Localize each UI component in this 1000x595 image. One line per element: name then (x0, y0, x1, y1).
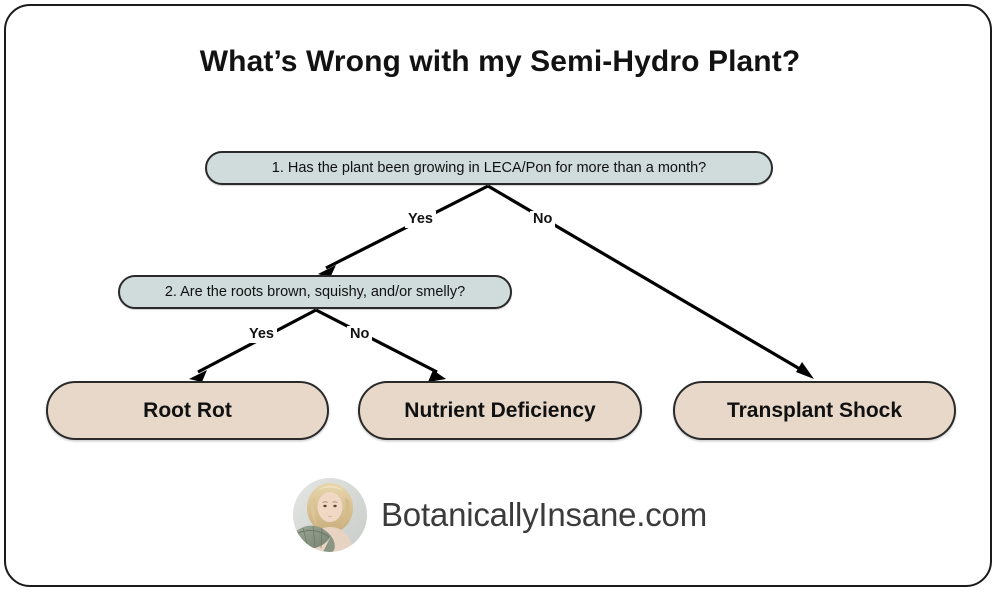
brand-footer: BotanicallyInsane.com (0, 478, 1000, 552)
brand-name: BotanicallyInsane.com (381, 496, 707, 533)
edge-label-q2-no: No (347, 326, 373, 343)
edge-q2-to-root-rot (189, 308, 317, 382)
edge-q2-to-nutrient-deficiency (315, 308, 446, 382)
edge-label-q2-yes: Yes (246, 326, 277, 343)
edge-label-q1-no: No (530, 211, 556, 228)
avatar (293, 478, 367, 552)
edge-q1-to-q2 (318, 184, 489, 278)
edge-label-q1-yes: Yes (405, 211, 436, 228)
avatar-photo-icon (293, 478, 367, 552)
outcome-node-root-rot[interactable]: Root Rot (46, 381, 329, 440)
decision-node-q2[interactable]: 2. Are the roots brown, squishy, and/or … (118, 275, 512, 309)
outcome-node-nutrient-deficiency[interactable]: Nutrient Deficiency (358, 381, 642, 440)
page-title: What’s Wrong with my Semi-Hydro Plant? (199, 45, 801, 78)
decision-node-q1[interactable]: 1. Has the plant been growing in LECA/Po… (205, 151, 773, 185)
outcome-node-transplant-shock[interactable]: Transplant Shock (673, 381, 956, 440)
